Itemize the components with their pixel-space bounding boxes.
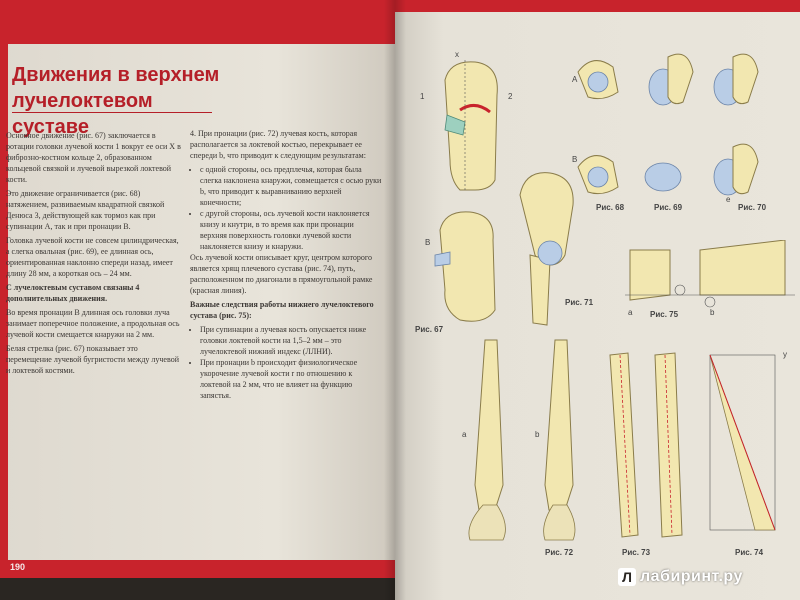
page-title: Движения в верхнем лучелоктевом суставе <box>12 62 222 140</box>
figure-73-illustration <box>609 352 683 538</box>
figure-71-illustration <box>519 172 574 326</box>
radial-head-oval <box>644 162 682 192</box>
figures-68-70-illustration <box>577 53 759 196</box>
figure-70-caption: Рис. 70 <box>738 203 767 212</box>
list-item: При супинации а лучевая кость опускается… <box>200 324 382 357</box>
text-column-1: Основное движение (рис. 67) заключается … <box>6 130 184 379</box>
paragraph: Головка лучевой кости не совсем цилиндри… <box>6 236 179 278</box>
label-2: 2 <box>508 92 513 101</box>
arm-bone-shape <box>474 339 504 511</box>
figure-75-illustration <box>625 240 795 308</box>
label-a: a <box>628 308 633 317</box>
list-item: При пронации b происходит физиологическо… <box>200 357 382 401</box>
title-line-1: Движения в верхнем <box>12 64 220 86</box>
page-number: 190 <box>10 562 26 572</box>
paragraph: Это движение ограничивается (рис. 68) на… <box>6 189 165 231</box>
paragraph: С лучелоктевым суставом связаны 4 дополн… <box>6 283 140 303</box>
label-y: y <box>783 350 787 359</box>
marker-r <box>704 296 716 308</box>
radius-distal-shape <box>629 249 671 301</box>
arm-bone-shape <box>544 339 574 511</box>
header-band-left <box>0 0 395 44</box>
cartilage-shape <box>434 251 451 267</box>
ligament-band <box>444 114 466 136</box>
figure-72-illustration <box>468 339 576 541</box>
figure-75-caption: Рис. 75 <box>650 310 679 319</box>
figure-74-illustration <box>709 354 776 531</box>
forearm-bone-shape-lower <box>439 211 496 322</box>
radius-distal-shape <box>699 240 786 296</box>
bullet-list: с одной стороны, ось предплечья, которая… <box>190 164 382 252</box>
rectangle-frame <box>709 354 776 531</box>
title-rule <box>12 112 212 113</box>
label-x: x <box>455 50 459 59</box>
side-strip-left <box>0 0 8 578</box>
radial-head-section <box>587 71 609 93</box>
label-b: b <box>710 308 715 317</box>
axis-line <box>619 354 631 536</box>
axis-line <box>664 354 673 536</box>
label-1: 1 <box>420 92 425 101</box>
footer-band-left <box>0 560 395 578</box>
label-e: e <box>726 195 731 204</box>
figure-74-caption: Рис. 74 <box>735 548 764 557</box>
label-b2: b <box>535 430 540 439</box>
ulna-section <box>732 53 759 105</box>
radial-head-shape <box>537 240 563 266</box>
label-A: A <box>572 75 578 84</box>
paragraph: Во время пронации В длинная ось головки … <box>6 308 180 339</box>
figure-73-caption: Рис. 73 <box>622 548 651 557</box>
watermark-logo-icon: Л <box>618 568 636 586</box>
label-B2: B <box>572 155 578 164</box>
list-item: с другой стороны, ось лучевой кости накл… <box>200 208 382 252</box>
paragraph: Белая стрелка (рис. 67) показывает это п… <box>6 344 179 375</box>
forearm-bone-shape <box>444 61 498 191</box>
forearm-bone-shape <box>609 352 639 538</box>
ulna-section <box>732 143 759 195</box>
figure-68-caption: Рис. 68 <box>596 203 625 212</box>
radius-shape <box>529 254 551 326</box>
title-line-2: лучелоктевом суставе <box>12 90 153 138</box>
label-a2: a <box>462 430 467 439</box>
figure-71-caption: Рис. 71 <box>565 298 594 307</box>
paragraph: 4. При пронации (рис. 72) лучевая кость,… <box>190 129 366 160</box>
radial-head-section <box>587 166 609 188</box>
list-item: с одной стороны, ось предплечья, которая… <box>200 164 382 208</box>
ulna-section <box>667 53 694 105</box>
bullet-list: При супинации а лучевая кость опускается… <box>190 324 382 401</box>
figure-67-caption: Рис. 67 <box>415 325 444 334</box>
label-B: B <box>425 238 431 247</box>
figure-69-caption: Рис. 69 <box>654 203 683 212</box>
marker-r <box>674 284 686 296</box>
figure-67-illustration <box>434 60 498 322</box>
book-gutter <box>384 0 406 600</box>
paragraph: Основное движение (рис. 67) заключается … <box>6 131 181 184</box>
hand-outline <box>543 504 576 541</box>
hand-outline <box>468 504 506 541</box>
figure-72-caption: Рис. 72 <box>545 548 574 557</box>
paragraph: Важные следствия работы нижнего лучелокт… <box>190 300 374 320</box>
header-band-right <box>395 0 800 12</box>
watermark-text: лабиринт.ру <box>640 568 743 585</box>
rotation-arrow <box>459 104 491 114</box>
paragraph: Ось лучевой кости описывает круг, центро… <box>190 253 373 295</box>
text-column-2: 4. При пронации (рис. 72) лучевая кость,… <box>190 128 382 401</box>
diagonal-red-line <box>709 354 776 531</box>
left-page <box>0 0 395 578</box>
